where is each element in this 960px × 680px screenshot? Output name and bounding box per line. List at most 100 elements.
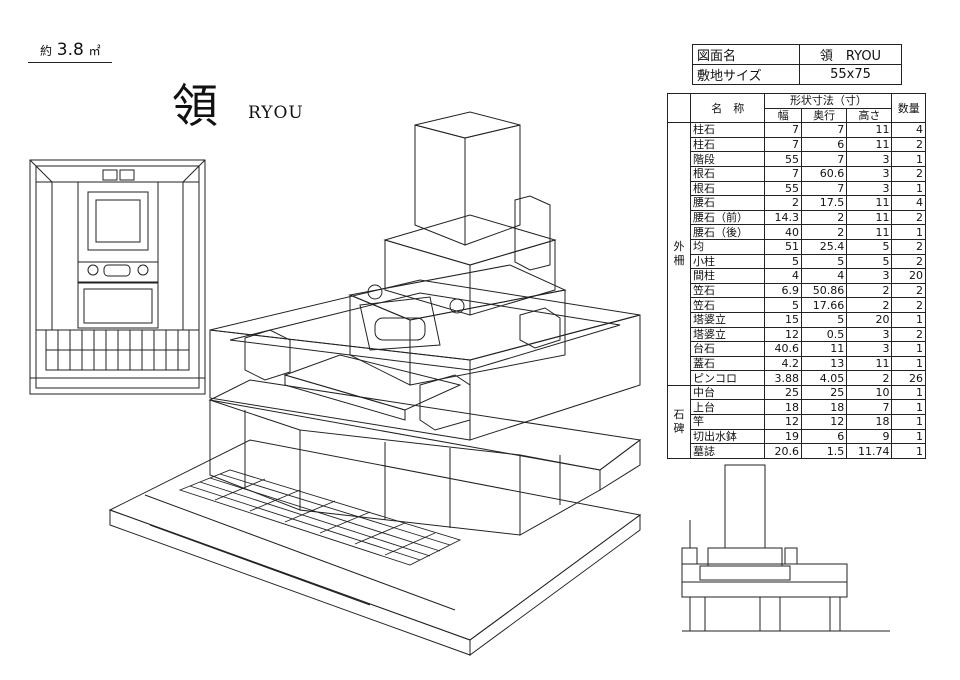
height-cell: 11 xyxy=(846,122,893,138)
width-cell: 20.6 xyxy=(764,443,802,459)
site-size-label: 敷地サイズ xyxy=(692,64,800,85)
height-cell: 11 xyxy=(846,355,893,372)
site-size-value: 55x75 xyxy=(798,64,903,85)
group-label: 外柵 xyxy=(667,122,691,386)
site-size-row: 敷地サイズ 55x75 xyxy=(692,64,903,85)
width-cell: 19 xyxy=(764,428,802,445)
width-cell: 40 xyxy=(764,224,802,240)
height-cell: 9 xyxy=(846,428,893,445)
part-name: 上台 xyxy=(689,399,766,416)
depth-cell: 5 xyxy=(800,253,848,270)
height-cell: 5 xyxy=(846,253,893,270)
area-prefix: 約 xyxy=(40,44,53,58)
width-cell: 55 xyxy=(764,151,802,167)
width-cell: 7 xyxy=(764,165,802,182)
width-cell: 2 xyxy=(764,195,802,211)
group-label: 石碑 xyxy=(667,384,691,459)
depth-cell: 5 xyxy=(800,311,848,328)
height-cell: 7 xyxy=(846,399,893,416)
depth-cell: 2 xyxy=(800,224,848,240)
design-name-romaji: RYOU xyxy=(248,103,304,123)
quantity-cell: 2 xyxy=(891,238,926,255)
width-cell: 14.3 xyxy=(764,209,802,226)
quantity-cell: 2 xyxy=(891,326,926,343)
depth-cell: 7 xyxy=(800,122,848,138)
quantity-cell: 4 xyxy=(891,122,926,138)
part-name: 腰石 xyxy=(689,195,766,211)
part-name: 中台 xyxy=(689,384,766,401)
quantity-cell: 1 xyxy=(891,311,926,328)
part-name: 笠石 xyxy=(689,282,766,299)
part-name: 腰石（後） xyxy=(689,224,766,240)
part-name: 墓誌 xyxy=(689,443,766,459)
part-name: 塔婆立 xyxy=(689,326,766,343)
header-depth: 奥行 xyxy=(800,107,848,124)
depth-cell: 12 xyxy=(800,414,848,430)
depth-cell: 4.05 xyxy=(800,370,848,386)
width-cell: 5 xyxy=(764,253,802,270)
header-dimensions: 形状寸法（寸） xyxy=(764,93,893,109)
quantity-cell: 1 xyxy=(891,399,926,416)
width-cell: 4.2 xyxy=(764,355,802,372)
quantity-cell: 26 xyxy=(891,370,926,386)
header-quantity: 数量 xyxy=(891,92,926,124)
width-cell: 18 xyxy=(764,399,802,416)
quantity-cell: 4 xyxy=(891,195,926,211)
depth-cell: 2 xyxy=(800,209,848,226)
width-cell: 55 xyxy=(764,180,802,197)
height-cell: 2 xyxy=(846,370,893,386)
depth-cell: 7 xyxy=(800,180,848,197)
part-name: 台石 xyxy=(689,341,766,357)
quantity-cell: 1 xyxy=(891,180,926,197)
quantity-cell: 1 xyxy=(891,151,926,167)
part-name: 柱石 xyxy=(689,122,766,138)
depth-cell: 11 xyxy=(800,341,848,357)
height-cell: 18 xyxy=(846,414,893,430)
part-name: 笠石 xyxy=(689,297,766,313)
header-name: 名 称 xyxy=(689,92,766,124)
height-cell: 11 xyxy=(846,136,893,153)
title-row: 図面名 領 RYOU xyxy=(692,44,903,65)
area-underline xyxy=(28,62,112,63)
part-name: 切出水鉢 xyxy=(689,428,766,445)
part-name: 柱石 xyxy=(689,136,766,153)
depth-cell: 1.5 xyxy=(800,443,848,459)
header-width: 幅 xyxy=(764,107,802,124)
part-name: 間柱 xyxy=(689,268,766,284)
part-name: 均 xyxy=(689,238,766,255)
perspective-drawing xyxy=(108,111,642,656)
depth-cell: 4 xyxy=(800,268,848,284)
height-cell: 11 xyxy=(846,209,893,226)
quantity-cell: 1 xyxy=(891,224,926,240)
width-cell: 25 xyxy=(764,384,802,401)
width-cell: 12 xyxy=(764,414,802,430)
height-cell: 3 xyxy=(846,268,893,284)
title-value: 領 RYOU xyxy=(798,44,903,65)
part-name: 小柱 xyxy=(689,253,766,270)
quantity-cell: 1 xyxy=(891,341,926,357)
quantity-cell: 1 xyxy=(891,355,926,372)
width-cell: 3.88 xyxy=(764,370,802,386)
quantity-cell: 1 xyxy=(891,428,926,445)
height-cell: 11.74 xyxy=(846,443,893,459)
part-name: 階段 xyxy=(689,151,766,167)
height-cell: 3 xyxy=(846,151,893,167)
depth-cell: 0.5 xyxy=(800,326,848,343)
height-cell: 3 xyxy=(846,180,893,197)
depth-cell: 6 xyxy=(800,428,848,445)
area-label: 約 3.8 ㎡ xyxy=(40,40,101,60)
height-cell: 3 xyxy=(846,326,893,343)
quantity-cell: 2 xyxy=(891,136,926,153)
part-name: 竿 xyxy=(689,414,766,430)
width-cell: 51 xyxy=(764,238,802,255)
